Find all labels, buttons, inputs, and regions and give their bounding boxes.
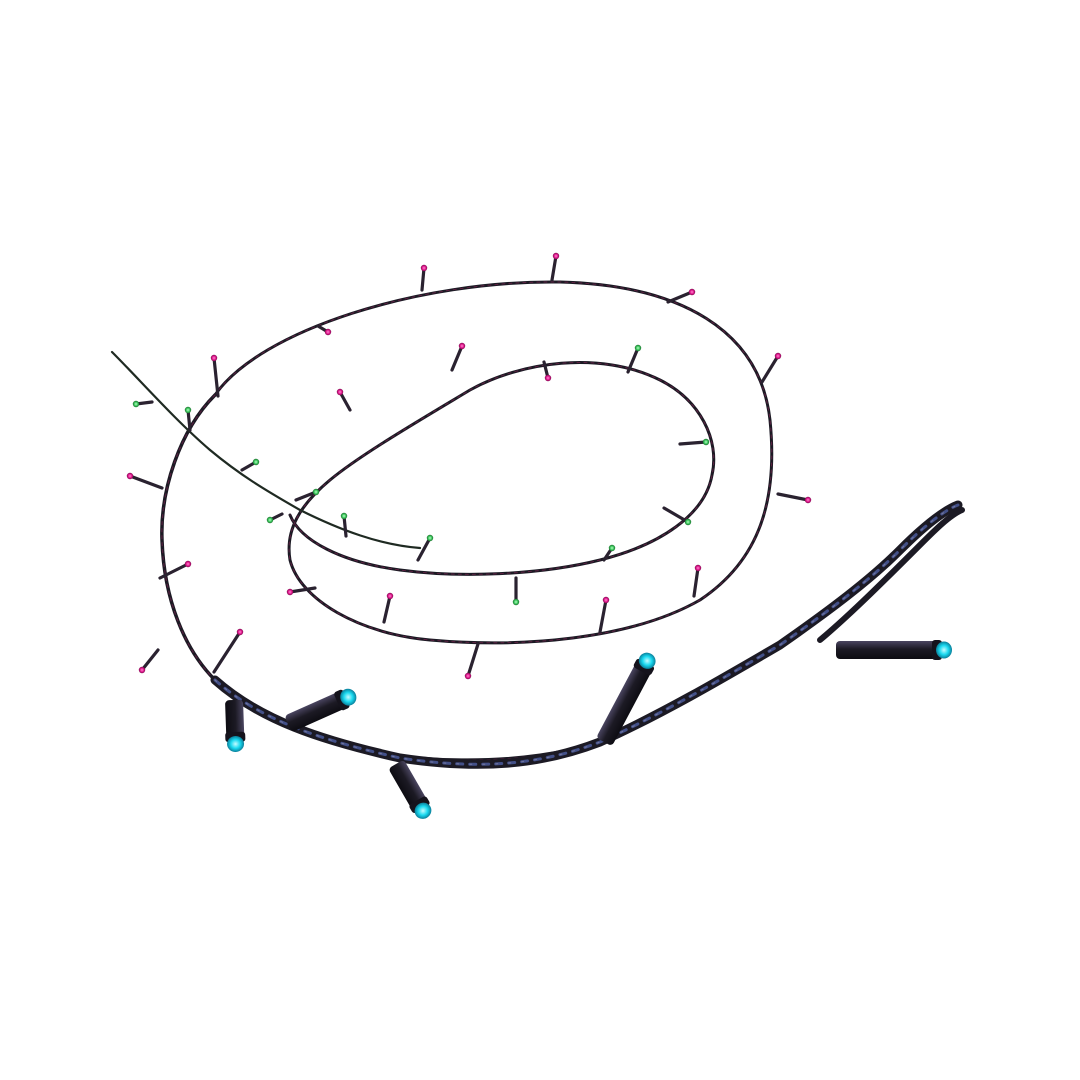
pink-bulb <box>316 324 332 336</box>
green-bulb <box>626 344 642 374</box>
green-bulb <box>602 544 616 562</box>
twisted-cable <box>210 500 965 769</box>
green-bulb <box>512 576 520 606</box>
pink-bulb <box>158 560 192 580</box>
cyan-bulb <box>389 760 432 819</box>
cyan-bulb <box>225 699 246 752</box>
pink-bulb <box>382 592 394 624</box>
pink-bulb <box>210 354 220 398</box>
pink-bulb <box>336 388 352 412</box>
pink-bulb <box>550 252 560 282</box>
outer-loop-wire <box>213 280 774 645</box>
green-bulb <box>132 400 154 408</box>
green-bulb <box>294 488 320 502</box>
lead-wire <box>110 350 422 550</box>
left-arc-wire <box>160 393 572 762</box>
pink-bulb <box>126 472 164 490</box>
pink-bulb <box>138 648 160 674</box>
pink-bulb <box>464 642 480 680</box>
pink-bulb <box>692 564 702 598</box>
green-bulb <box>662 506 692 526</box>
green-bulb <box>678 438 710 446</box>
pink-bulb <box>212 628 244 674</box>
pink-bulb <box>542 360 552 382</box>
pink-bulbs <box>126 252 812 680</box>
pink-bulb <box>450 342 466 372</box>
cyan-bulbs <box>225 640 952 819</box>
green-bulb <box>416 534 434 562</box>
cyan-bulb <box>597 652 656 745</box>
pink-bulb <box>598 596 610 634</box>
cyan-bulb <box>285 688 357 731</box>
green-bulbs <box>132 344 710 606</box>
pink-bulb <box>420 264 428 292</box>
pink-bulb <box>666 288 696 304</box>
green-bulb <box>340 512 348 538</box>
pink-bulb <box>760 352 782 384</box>
green-bulb <box>266 512 284 524</box>
pink-bulb <box>286 586 317 596</box>
green-bulb <box>240 458 260 472</box>
green-bulb <box>184 406 192 432</box>
cyan-bulb <box>836 640 952 660</box>
pink-bulb <box>776 492 812 504</box>
